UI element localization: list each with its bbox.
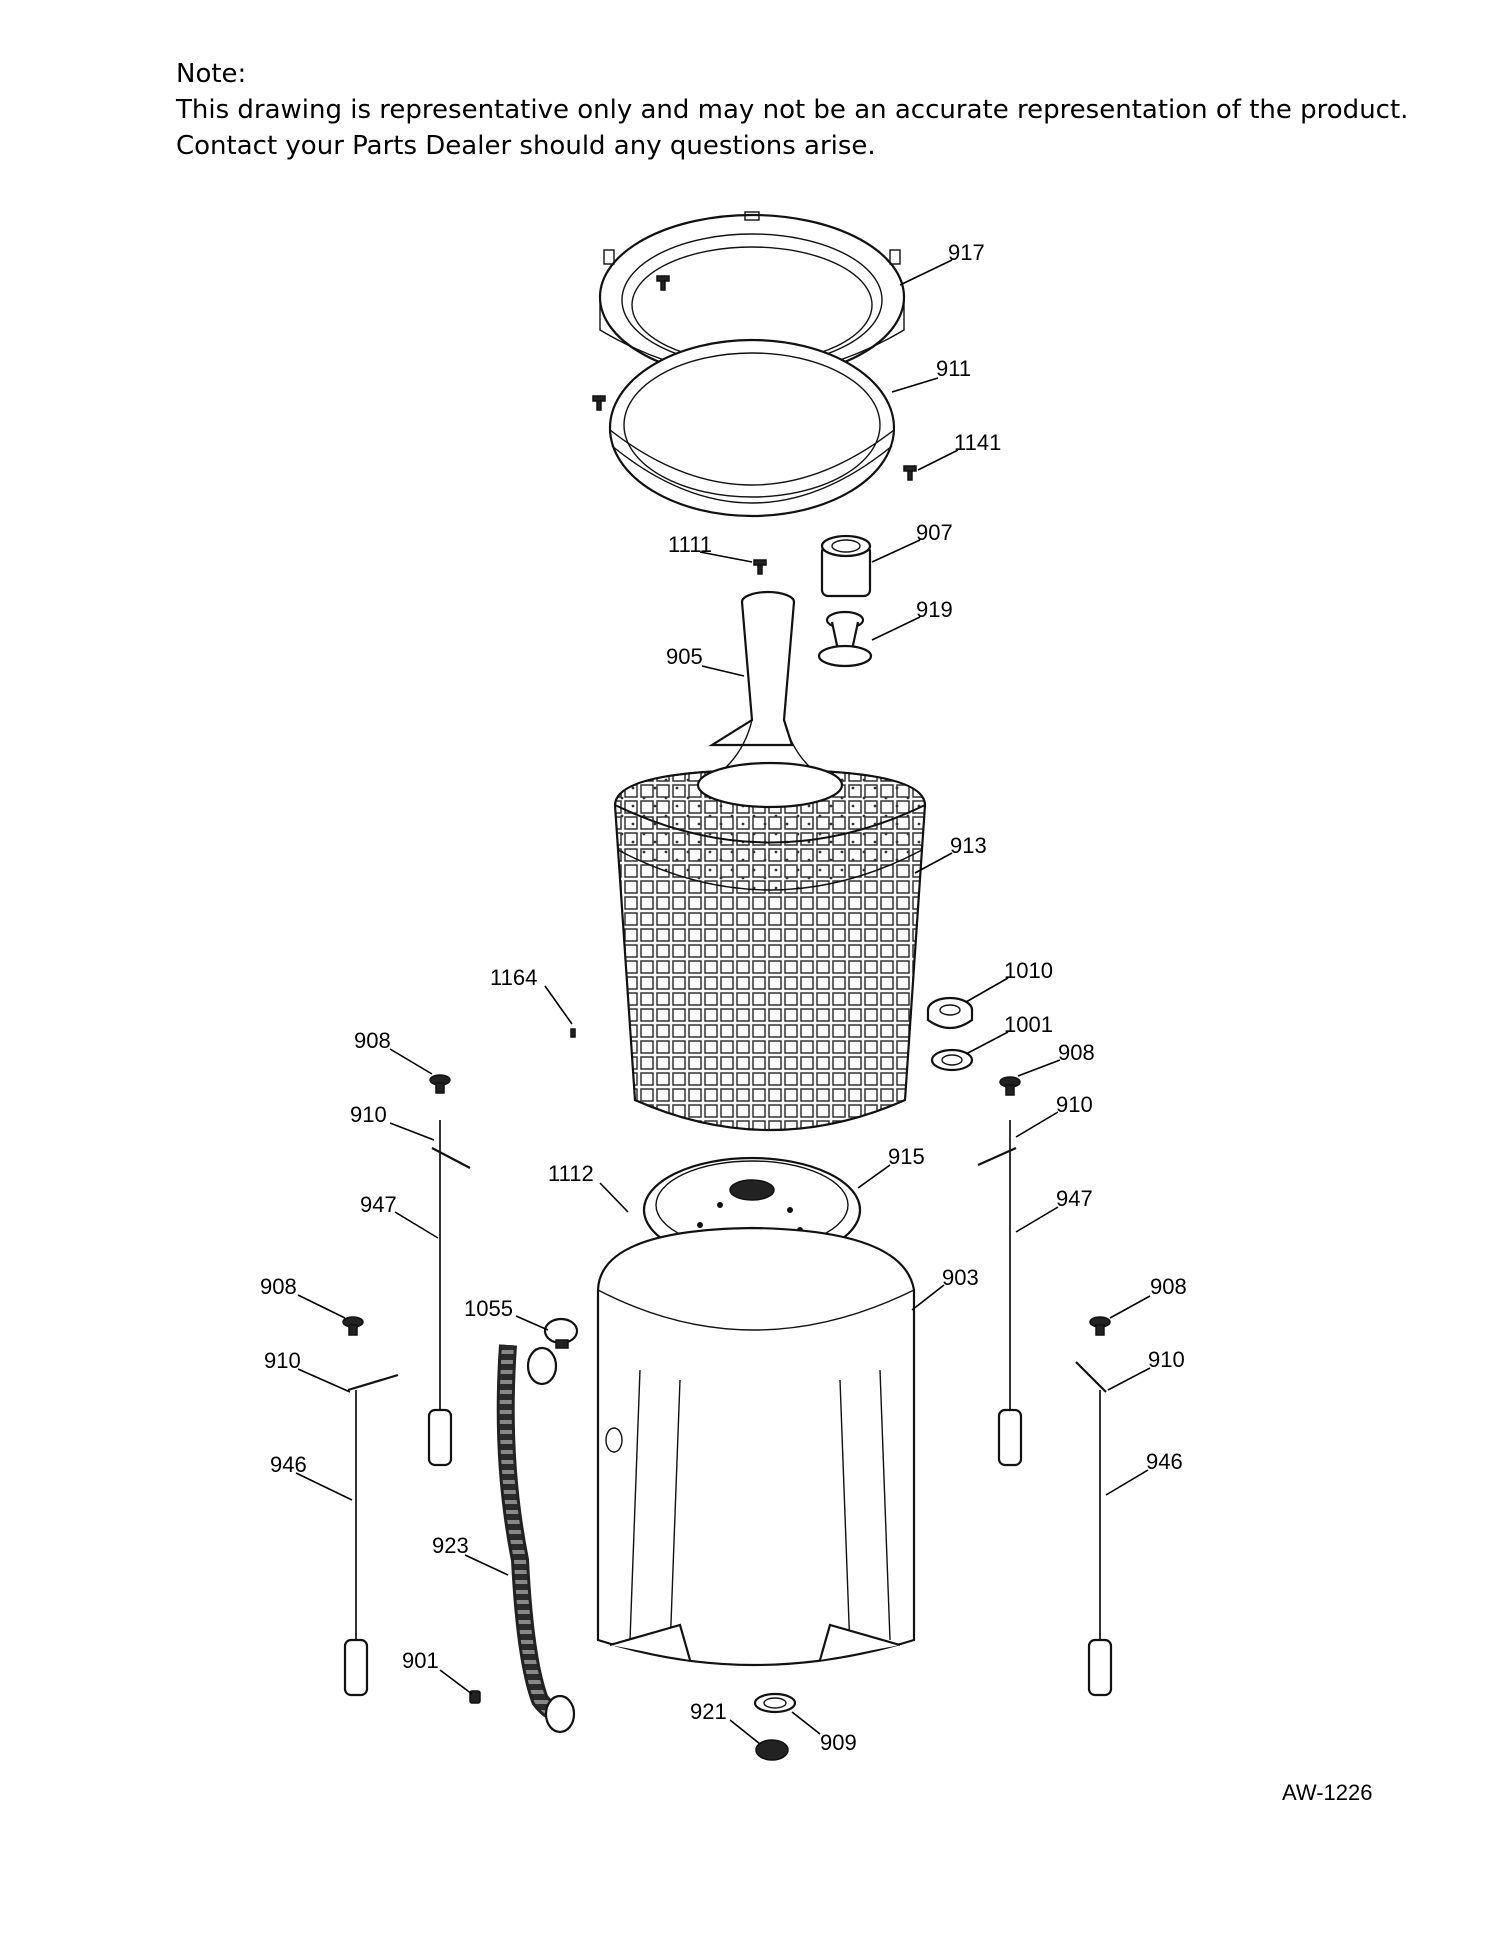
leader-lines <box>295 259 1151 1745</box>
label-921: 921 <box>690 1699 727 1724</box>
label-946-right: 946 <box>1146 1449 1183 1474</box>
part-921-bearing <box>755 1739 789 1761</box>
label-909: 909 <box>820 1730 857 1755</box>
note-heading: Note: <box>176 59 247 89</box>
label-1111: 1111 <box>668 532 712 557</box>
label-1141: 1141 <box>954 430 1001 455</box>
label-910-lower-right: 910 <box>1148 1347 1185 1372</box>
label-1055: 1055 <box>464 1296 513 1321</box>
disclaimer-note: Note: This drawing is representative onl… <box>176 56 1408 164</box>
label-910-lower-left: 910 <box>264 1348 301 1373</box>
part-903-outer-tub <box>596 1226 916 1667</box>
label-905: 905 <box>666 644 703 669</box>
suspension-upper-left <box>427 1074 471 1467</box>
label-908-lower-left: 908 <box>260 1274 297 1299</box>
part-923-drain-hose <box>496 1344 576 1734</box>
label-901: 901 <box>402 1648 439 1673</box>
part-1055-hose-clamp <box>543 1317 579 1349</box>
label-908-upper-right: 908 <box>1058 1040 1095 1065</box>
label-911: 911 <box>936 356 971 381</box>
part-909-seal <box>753 1692 797 1714</box>
label-919: 919 <box>916 597 953 622</box>
label-1010: 1010 <box>1004 958 1053 983</box>
label-946-left: 946 <box>270 1452 307 1477</box>
part-1001-washer <box>930 1048 974 1072</box>
label-1164: 1164 <box>490 965 537 990</box>
part-905-hub-column <box>689 590 847 791</box>
suspension-lower-right <box>1075 1316 1113 1697</box>
label-913: 913 <box>950 833 987 858</box>
label-908-lower-right: 908 <box>1150 1274 1187 1299</box>
label-903: 903 <box>942 1265 979 1290</box>
label-947-right: 947 <box>1056 1186 1093 1211</box>
part-901 <box>469 1690 481 1704</box>
note-line-2: Contact your Parts Dealer should any que… <box>176 131 876 161</box>
label-947-left: 947 <box>360 1192 397 1217</box>
part-913-wash-basket <box>613 761 927 1131</box>
label-910-upper-right: 910 <box>1056 1092 1093 1117</box>
note-line-1: This drawing is representative only and … <box>176 95 1409 125</box>
label-1112: 1112 <box>548 1161 594 1186</box>
diagram-reference-code: AW-1226 <box>1282 1780 1373 1805</box>
part-919-cap-insert <box>817 610 873 668</box>
part-917-tub-cover <box>598 211 906 381</box>
label-910-upper-left: 910 <box>350 1102 387 1127</box>
part-911-balance-ring <box>608 338 896 518</box>
label-923: 923 <box>432 1533 469 1558</box>
label-908-upper-left: 908 <box>354 1028 391 1053</box>
suspension-lower-left <box>342 1316 399 1697</box>
label-1001: 1001 <box>1004 1012 1053 1037</box>
label-915: 915 <box>888 1144 925 1169</box>
label-917: 917 <box>948 240 985 265</box>
part-labels: 917 911 1141 1111 907 919 905 913 1164 1… <box>260 240 1187 1755</box>
part-1010-nut <box>926 996 974 1030</box>
part-907-cap <box>820 534 872 598</box>
screw-icons <box>570 275 917 1038</box>
suspension-upper-right <box>977 1076 1023 1467</box>
label-907: 907 <box>916 520 953 545</box>
